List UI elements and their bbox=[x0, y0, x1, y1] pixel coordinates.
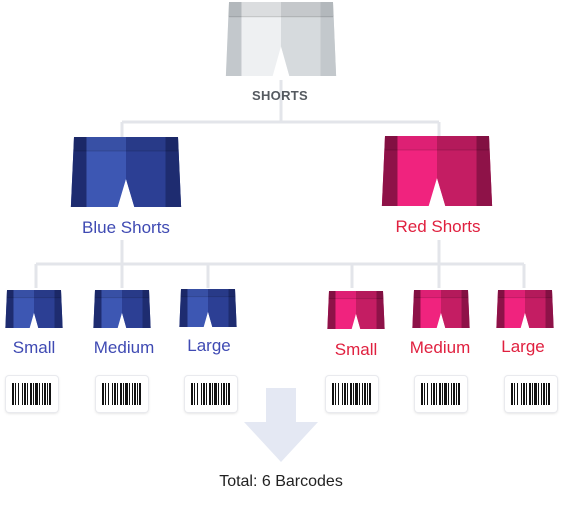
size-label-red-small: Small bbox=[334, 340, 378, 359]
total-barcodes-label: Total: 6 Barcodes bbox=[219, 473, 343, 490]
barcode-icon bbox=[185, 376, 237, 412]
barcode-icon bbox=[96, 376, 148, 412]
shorts-icon bbox=[381, 136, 493, 206]
tree-connectors bbox=[34, 80, 526, 288]
size-label-red-medium: Medium bbox=[409, 338, 471, 357]
size-label-red-large: Large bbox=[501, 337, 545, 356]
barcode-icon bbox=[6, 376, 58, 412]
shorts-icon bbox=[327, 291, 385, 329]
down-arrow-icon bbox=[244, 388, 318, 462]
size-label-blue-small: Small bbox=[12, 338, 56, 357]
root-product-label: SHORTS bbox=[252, 88, 308, 103]
shorts-icon bbox=[412, 290, 470, 328]
shorts-icon bbox=[70, 137, 182, 207]
barcode-icon bbox=[415, 376, 467, 412]
shorts-icon bbox=[225, 2, 337, 76]
shorts-icon bbox=[496, 290, 554, 328]
variant-label-blue: Blue Shorts bbox=[82, 218, 170, 237]
size-label-blue-large: Large bbox=[187, 336, 231, 355]
barcode-icon bbox=[326, 376, 378, 412]
shorts-icon bbox=[5, 290, 63, 328]
shorts-icon bbox=[179, 289, 237, 327]
shorts-icon bbox=[93, 290, 151, 328]
barcode-icon bbox=[505, 376, 557, 412]
variant-label-red: Red Shorts bbox=[395, 217, 481, 236]
size-label-blue-medium: Medium bbox=[93, 338, 155, 357]
